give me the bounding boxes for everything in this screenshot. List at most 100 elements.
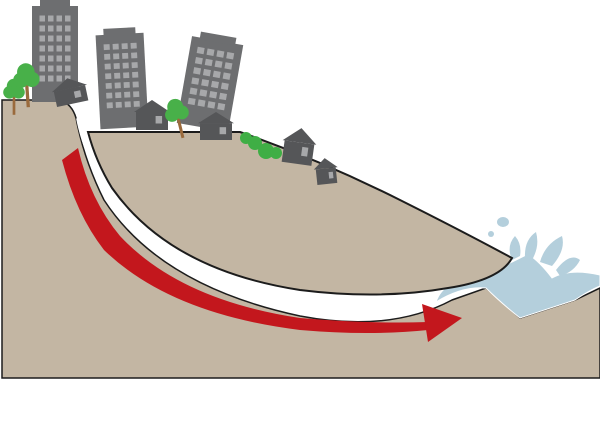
house-icon [51,78,89,108]
house-icon [198,112,234,140]
house-icon [134,100,170,130]
window [121,43,128,50]
window [56,25,62,32]
sliding-mass [86,131,514,296]
window [187,97,196,106]
window [193,67,202,75]
window [65,35,71,42]
window [39,75,45,82]
window [48,35,54,42]
window [48,15,54,22]
slip-surface [76,118,510,311]
trees [3,63,189,139]
window [56,35,62,42]
bush-icon [258,143,274,159]
window [124,101,131,108]
window [56,65,62,72]
window [103,44,110,51]
window [39,25,45,32]
building-icon [176,31,244,132]
window [104,53,111,60]
window [115,92,122,99]
wave-icon [488,217,580,276]
window [48,45,54,52]
buildings [32,0,244,132]
window [124,91,131,98]
window [197,99,206,107]
window [206,48,215,57]
window [114,72,121,79]
window [220,82,229,91]
bush-icon [248,136,262,150]
window [48,25,54,32]
window [216,50,225,58]
window [189,87,198,95]
window [209,90,218,99]
window [114,82,121,89]
building-icon [95,27,149,130]
window [56,45,62,52]
tree-icon [165,98,189,139]
window [131,62,138,69]
window [113,53,120,60]
window [48,75,54,82]
window [104,63,111,70]
window [133,91,140,98]
window [112,43,119,50]
window [39,35,45,42]
curved-arrow-icon [62,148,462,342]
window [105,73,112,80]
house-icon [281,128,317,166]
window [130,42,137,49]
window [207,101,216,109]
window [56,75,62,82]
window [133,100,140,107]
window [122,62,129,69]
window [212,70,221,79]
window [65,55,71,62]
window [194,56,203,65]
window [39,65,45,72]
window [65,25,71,32]
window [204,58,213,67]
window [201,79,210,87]
window [56,15,62,22]
window [196,46,205,55]
window [106,102,113,109]
window [105,82,112,89]
bushes [240,132,282,159]
window [199,89,208,97]
window [191,77,200,85]
window [210,80,219,89]
tree-icon [13,63,40,108]
window [39,15,45,22]
window [48,65,54,72]
window [65,65,71,72]
window [106,92,113,99]
window [56,55,62,62]
window [219,92,228,101]
window [65,15,71,22]
window [123,81,130,88]
bush-icon [270,147,282,159]
window [123,72,130,79]
window [222,72,231,80]
window [48,55,54,62]
window [113,63,120,70]
window [65,45,71,52]
window [214,60,223,68]
window [122,52,129,59]
window [115,101,122,108]
window [132,71,139,78]
window [202,68,211,77]
window [224,62,233,70]
houses [51,78,338,185]
window [39,45,45,52]
window [132,81,139,88]
window [217,102,226,111]
window [226,52,235,60]
arrow-head [422,304,462,342]
window [131,52,138,59]
